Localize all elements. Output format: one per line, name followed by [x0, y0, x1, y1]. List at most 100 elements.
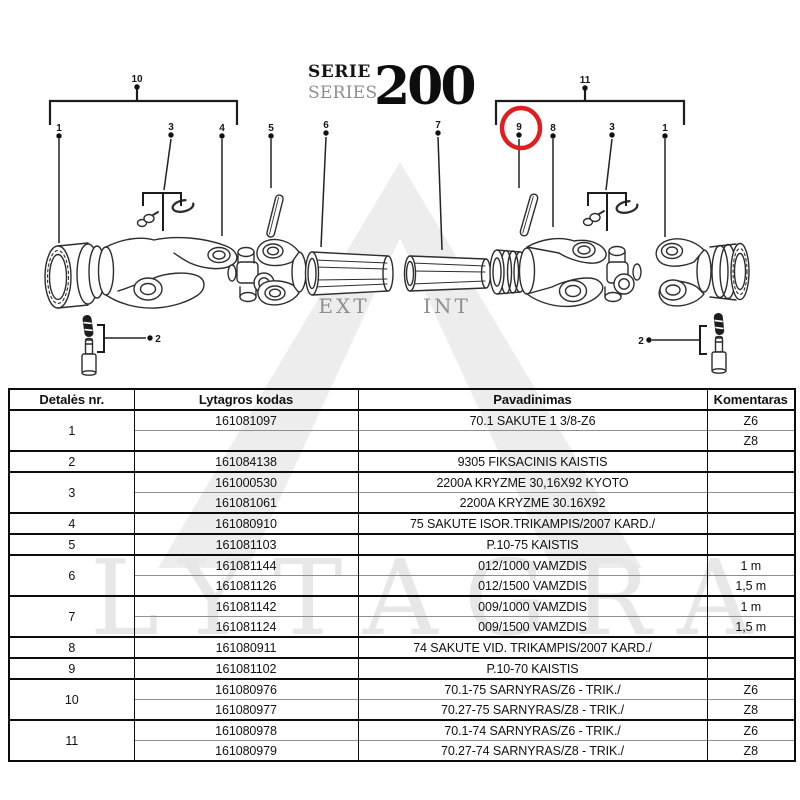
cell-komentaras: Z6 [706, 678, 796, 700]
callout-dots [56, 84, 668, 343]
table-header-row: Detalės nr. Lytagros kodas Pavadinimas K… [8, 389, 796, 411]
cell-komentaras [706, 492, 796, 513]
parts-diagram: 10 11 1 3 4 5 6 7 9 8 3 1 2 2 EXT INT [44, 74, 750, 376]
subgroup-3-left-bracket [142, 192, 182, 231]
cell-pavadinimas: 2200A KRYZME 30.16X92 [357, 492, 708, 513]
cell-kodas: 161081097 [133, 409, 359, 431]
group-11-bracket [494, 90, 686, 125]
cell-detales-nr: 4 [8, 512, 135, 534]
ext-tube [304, 251, 394, 296]
callout-label-11: 11 [580, 75, 591, 86]
cell-komentaras: Z8 [706, 699, 796, 720]
cell-komentaras: Z6 [706, 719, 796, 741]
callout-label-8: 8 [550, 123, 556, 134]
series-label: SERIES [308, 83, 378, 103]
cell-kodas: 161000530 [133, 471, 359, 493]
cell-kodas: 161080978 [133, 719, 359, 741]
callout-leader-lines [58, 136, 700, 341]
cell-pavadinimas: 2200A KRYZME 30,16X92 KYOTO [357, 471, 708, 493]
int-tube [403, 255, 492, 292]
callout-label-4: 4 [219, 123, 225, 134]
callout-2-left-bracket [97, 324, 105, 353]
callout-label-3-left: 3 [168, 122, 174, 133]
callout-label-2-left: 2 [155, 334, 161, 345]
cell-komentaras: 1 m [706, 595, 796, 617]
bolt-left [81, 337, 97, 376]
cell-pavadinimas: 009/1500 VAMZDIS [357, 616, 708, 637]
cell-kodas [133, 430, 359, 451]
col-header-komentaras: Komentaras [706, 389, 796, 411]
cell-komentaras [706, 657, 796, 679]
cell-komentaras [706, 471, 796, 493]
cell-pavadinimas: 012/1000 VAMZDIS [357, 554, 708, 576]
cell-detales-nr: 9 [8, 657, 135, 679]
cell-pavadinimas: 74 SAKUTE VID. TRIKAMPIS/2007 KARD./ [357, 636, 708, 658]
cell-komentaras: Z8 [706, 740, 796, 761]
group-10-bracket [48, 89, 239, 125]
cell-detales-nr: 11 [8, 719, 135, 761]
cell-pavadinimas: 70.1 SAKUTE 1 3/8-Z6 [357, 409, 708, 431]
spring-pin-right [713, 313, 725, 335]
cell-komentaras [706, 636, 796, 658]
cell-komentaras: Z6 [706, 409, 796, 431]
cell-kodas: 161080979 [133, 740, 359, 761]
callout-label-9: 9 [516, 122, 522, 133]
cell-pavadinimas: 009/1000 VAMZDIS [357, 595, 708, 617]
cell-komentaras [706, 512, 796, 534]
cell-kodas: 161081144 [133, 554, 359, 576]
callout-label-7: 7 [435, 120, 441, 131]
cell-kodas: 161080910 [133, 512, 359, 534]
cell-pavadinimas: 70.1-74 SARNYRAS/Z6 - TRIK./ [357, 719, 708, 741]
ext-label: EXT [318, 294, 369, 318]
series-title: SERIE SERIES [308, 62, 377, 104]
cell-pavadinimas: 70.27-74 SARNYRAS/Z8 - TRIK./ [357, 740, 708, 761]
callout-label-3-right: 3 [609, 122, 615, 133]
cell-komentaras [706, 450, 796, 472]
right-inner-yoke [518, 237, 607, 308]
col-header-lytagros-kodas: Lytagros kodas [133, 389, 359, 411]
cell-kodas: 161081102 [133, 657, 359, 679]
cell-kodas: 161080911 [133, 636, 359, 658]
col-header-pavadinimas: Pavadinimas [357, 389, 708, 411]
cell-pavadinimas: 70.1-75 SARNYRAS/Z6 - TRIK./ [357, 678, 708, 700]
cell-pavadinimas: P.10-70 KAISTIS [357, 657, 708, 679]
parts-table: Detalės nr. Lytagros kodas Pavadinimas K… [8, 388, 796, 762]
circlip-left [171, 199, 195, 213]
left-splined-hub [44, 242, 106, 309]
cell-detales-nr: 10 [8, 678, 135, 720]
col-header-detales-nr: Detalės nr. [8, 389, 135, 411]
cell-detales-nr: 6 [8, 554, 135, 596]
serie-label: SERIE [308, 62, 371, 82]
cell-detales-nr: 2 [8, 450, 135, 472]
cell-pavadinimas [357, 430, 708, 451]
callout-label-2-right: 2 [638, 336, 644, 347]
cell-kodas: 161080977 [133, 699, 359, 720]
callout-9-highlight-circle [499, 105, 543, 151]
callout-label-6: 6 [323, 120, 329, 131]
cell-pavadinimas: 75 SAKUTE ISOR.TRIKAMPIS/2007 KARD./ [357, 512, 708, 534]
callout-2-right-bracket [699, 325, 707, 355]
left-outer-yoke [256, 238, 307, 306]
cell-kodas: 161081124 [133, 616, 359, 637]
cell-detales-nr: 5 [8, 533, 135, 555]
right-splined-hub [709, 242, 750, 301]
cell-detales-nr: 3 [8, 471, 135, 513]
grease-fitting-left [136, 211, 159, 228]
cell-komentaras [706, 533, 796, 555]
cell-komentaras: 1 m [706, 554, 796, 576]
int-label: INT [423, 294, 471, 318]
